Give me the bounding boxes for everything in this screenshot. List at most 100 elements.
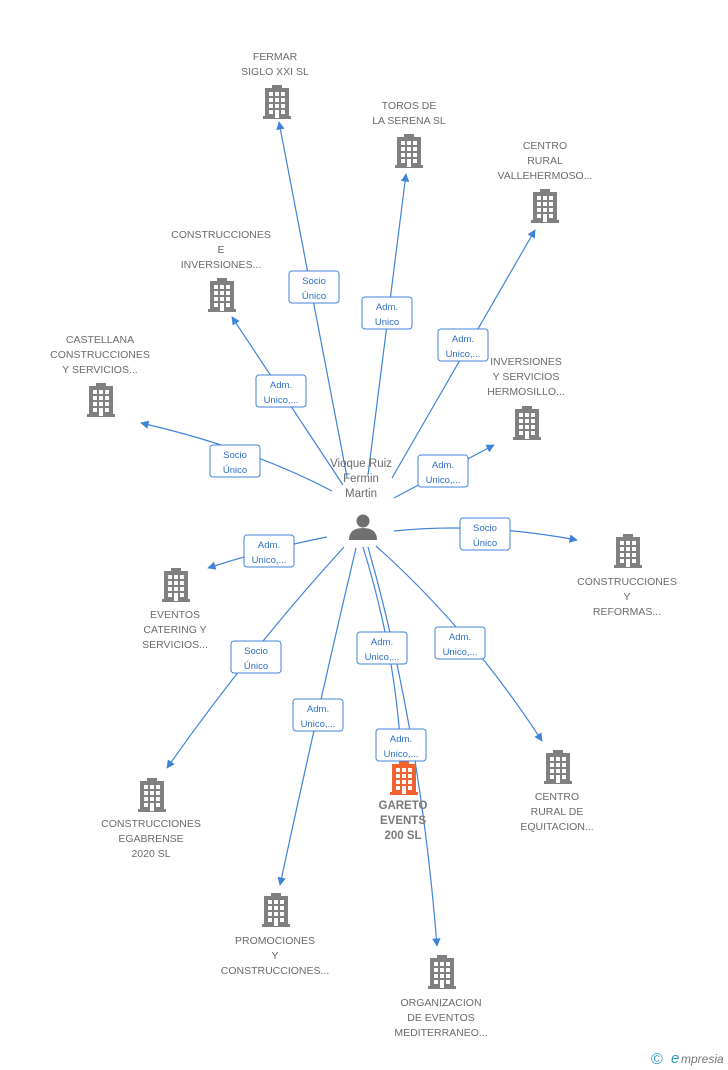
relation-label-box [288,270,340,304]
relation-label-text: Socio [244,646,268,657]
relation-label-box [361,296,413,330]
company-name-line: FERMAR [253,51,298,63]
company-name-line: Y SERVICIOS... [62,364,137,376]
relation-label-construcciones-inversiones[interactable]: Adm.Unico,... [255,374,307,408]
relation-label-inversiones-hermosillo[interactable]: Adm.Unico,... [417,454,469,488]
relation-label-eventos-catering[interactable]: Adm.Unico,... [243,534,295,568]
company-name-line: CASTELLANA [66,334,134,346]
company-node-inversiones-hermosillo[interactable]: INVERSIONES Y SERVICIOS HERMOSILLO... [487,356,565,440]
relation-label-text: Único [473,538,497,549]
company-name-line: PROMOCIONES [235,935,315,947]
relation-label-box [434,626,486,660]
building-icon [138,778,166,812]
relation-label-organizacion[interactable]: Adm.Unico,... [375,728,427,762]
company-name-line: GARETO [379,800,428,812]
relation-label-box [356,631,408,665]
company-name-line: CONSTRUCCIONES... [221,965,330,977]
relation-label-text: Adm. [270,380,292,391]
copyright-symbol: © [651,1051,663,1068]
relation-label-text: Adm. [376,302,398,313]
building-icon [614,534,642,568]
building-icon [531,189,559,223]
company-name-line: EQUITACION... [520,821,593,833]
company-node-construcciones-inversiones[interactable]: CONSTRUCCIONESEINVERSIONES... [171,229,271,312]
company-name-line: CONSTRUCCIONES [577,576,677,588]
relation-label-centro-rural-vallehermoso[interactable]: Adm.Unico,... [437,328,489,362]
relation-label-promociones[interactable]: Adm. Unico,... [292,698,344,732]
brand-initial: e [671,1050,679,1067]
relation-label-text: Único [244,661,268,672]
company-name-line: CONSTRUCCIONES [171,229,271,241]
company-name-line: EVENTS [380,815,426,827]
company-name-line: SIGLO XXI SL [241,66,309,78]
relation-label-gareto[interactable]: Adm.Unico,... [356,631,408,665]
nodes-layer: FERMAR SIGLO XXI SL TOROS DE LA SERENA SL CE… [50,51,677,1039]
relation-label-box [243,534,295,568]
brand-name: mpresia [681,1052,724,1066]
relation-label-text: Socio [223,450,247,461]
relation-label-box [417,454,469,488]
relation-label-text: Adm. [371,637,393,648]
company-name-line: CONSTRUCCIONES [101,818,201,830]
relation-label-box [255,374,307,408]
company-node-centro-rural-vallehermoso[interactable]: CENTRO RURAL VALLEHERMOSO... [498,140,593,223]
relation-label-text: Único [223,465,247,476]
relation-label-text: Adm. [452,334,474,345]
company-name-line: HERMOSILLO... [487,386,565,398]
company-name-line: SERVICIOS... [142,639,208,651]
company-name-line: TOROS DE [382,100,437,112]
relation-label-text: Socio [473,523,497,534]
relation-label-centro-rural-equitacion[interactable]: Adm. Unico,... [434,626,486,660]
company-name-line: 200 SL [384,830,421,842]
company-name-line: ORGANIZACION [400,997,481,1009]
company-node-fermar[interactable]: FERMAR SIGLO XXI SL [241,51,309,119]
relation-label-text: Unico [375,317,399,328]
company-name-line: VALLEHERMOSO... [498,170,593,182]
company-node-gareto[interactable]: GARETO EVENTS 200 SL [379,761,428,842]
building-icon [390,761,418,795]
relation-label-toros[interactable]: Adm. Unico [361,296,413,330]
building-icon [162,568,190,602]
relation-label-text: Adm. [449,632,471,643]
building-icon [513,406,541,440]
company-node-promociones[interactable]: PROMOCIONESYCONSTRUCCIONES... [221,893,330,977]
company-name-line: CONSTRUCCIONES [50,349,150,361]
relation-labels-layer: SocioÚnicoAdm.UnicoAdm.Unico,...Adm.Unic… [209,270,511,762]
relation-label-box [437,328,489,362]
company-name-line: DE EVENTOS [407,1012,475,1024]
building-icon [544,750,572,784]
company-name-line: REFORMAS... [593,606,661,618]
person-name-line: Martin [345,488,377,500]
company-name-line: LA SERENA SL [372,115,446,127]
building-icon [262,893,290,927]
company-name-line: RURAL [527,155,563,167]
relation-label-text: Unico,... [443,647,478,658]
relation-label-text: Unico,... [301,719,336,730]
company-name-line: RURAL DE [531,806,584,818]
company-name-line: CENTRO [523,140,567,152]
company-name-line: Y SERVICIOS [493,371,560,383]
relation-label-text: Unico,... [252,555,287,566]
company-node-construcciones-reformas[interactable]: CONSTRUCCIONESYREFORMAS... [577,534,677,618]
company-name-line: INVERSIONES [490,356,562,368]
relation-label-box [292,698,344,732]
building-icon [87,383,115,417]
person-name-line: Vioque Ruiz [330,458,392,470]
relation-label-box [209,444,261,478]
relation-label-box [459,517,511,551]
building-icon [428,955,456,989]
building-icon [395,134,423,168]
relation-label-text: Adm. [307,704,329,715]
company-node-castellana[interactable]: CASTELLANA CONSTRUCCIONES Y SERVICIOS... [50,334,150,417]
company-node-toros[interactable]: TOROS DE LA SERENA SL [372,100,446,168]
